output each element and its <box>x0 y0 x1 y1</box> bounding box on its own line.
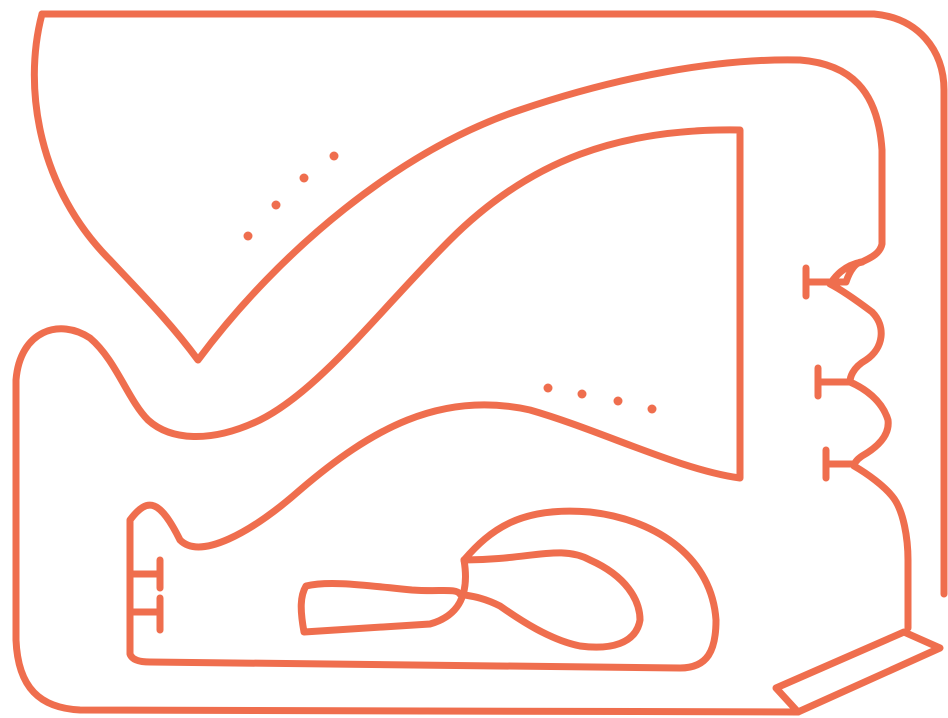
upper-left-arc-line <box>34 14 882 360</box>
marker-dot <box>648 405 657 414</box>
marker-dot <box>300 174 309 183</box>
inner-hairpin-line <box>301 560 465 632</box>
marker-dot <box>330 152 339 161</box>
start-ramp-line <box>776 632 940 712</box>
right-chicane-upper-line <box>806 262 862 282</box>
right-wavy-edge-line <box>830 262 908 628</box>
marker-dot <box>614 397 623 406</box>
marker-dot <box>578 390 587 399</box>
marker-dot <box>544 384 553 393</box>
marker-dot <box>244 232 253 241</box>
upper-left-wedge-line <box>42 14 944 594</box>
hairpin-return-line <box>460 553 640 647</box>
marker-dot <box>272 201 281 210</box>
